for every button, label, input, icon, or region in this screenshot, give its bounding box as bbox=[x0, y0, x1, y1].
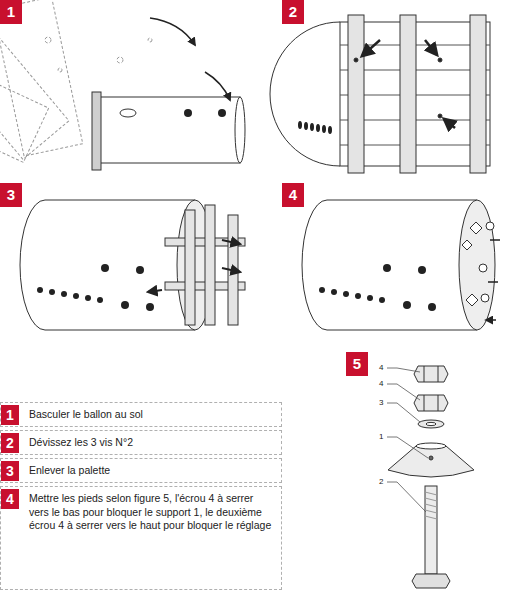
callout-number: 4 bbox=[379, 364, 383, 372]
callout-number: 3 bbox=[379, 399, 383, 407]
instruction-row: 4 Mettre les pieds selon figure 5, l'écro… bbox=[0, 486, 282, 590]
step-number: 2 bbox=[1, 433, 19, 453]
foot-exploded-figure bbox=[387, 366, 474, 588]
step-number: 5 bbox=[353, 355, 361, 372]
callout-number: 4 bbox=[379, 380, 383, 388]
step-number: 1 bbox=[7, 3, 15, 20]
leader-lines bbox=[387, 368, 428, 512]
instruction-text: Enlever la palette bbox=[29, 464, 275, 478]
callout-number: 2 bbox=[379, 478, 383, 486]
instruction-text: Mettre les pieds selon figure 5, l'écrou… bbox=[29, 492, 275, 533]
pallet-screws-figure bbox=[270, 15, 490, 173]
step-number: 3 bbox=[1, 461, 19, 481]
step-number-badge: 2 bbox=[282, 0, 304, 24]
step-number: 3 bbox=[7, 186, 15, 203]
instruction-text: Dévissez les 3 vis N°2 bbox=[29, 436, 275, 450]
step-number: 4 bbox=[289, 186, 297, 203]
callout-number: 1 bbox=[379, 433, 383, 441]
instruction-row: 3 Enlever la palette bbox=[0, 458, 282, 483]
step-number: 2 bbox=[289, 3, 297, 20]
instruction-row: 2 Dévissez les 3 vis N°2 bbox=[0, 430, 282, 455]
step-number-badge: 3 bbox=[0, 183, 22, 207]
step-number-badge: 5 bbox=[346, 352, 368, 376]
fit-feet-figure bbox=[302, 200, 500, 330]
instruction-row: 1 Basculer le ballon au sol bbox=[0, 402, 282, 427]
tilting-tank-figure bbox=[0, 0, 245, 170]
step-number-badge: 1 bbox=[0, 0, 22, 24]
step-number: 1 bbox=[1, 405, 19, 425]
instruction-text: Basculer le ballon au sol bbox=[29, 408, 275, 422]
step-number-badge: 4 bbox=[282, 183, 304, 207]
step-number: 4 bbox=[1, 489, 19, 509]
remove-pallet-figure bbox=[20, 200, 245, 330]
